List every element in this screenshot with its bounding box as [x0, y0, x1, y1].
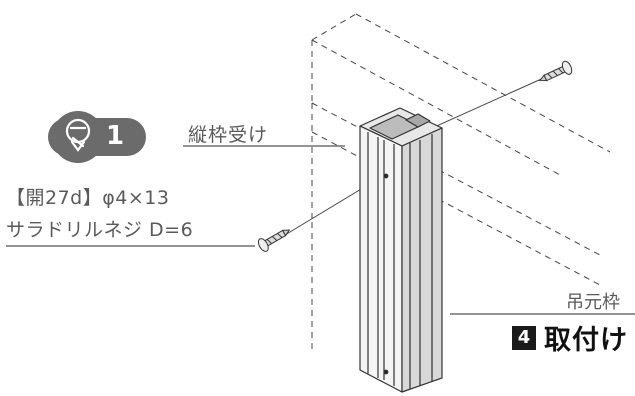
label-hanging-frame: 吊元枠 [566, 292, 620, 313]
screw-count-badge [48, 111, 146, 163]
step-number-box: 4 [512, 325, 536, 350]
step-heading: 4 取付け [512, 318, 628, 357]
wall-outline-dashed [311, 13, 611, 350]
vertical-frame-profile [359, 107, 443, 393]
screw-icon [65, 118, 91, 152]
leader-lines [6, 145, 635, 315]
screw-lower [257, 229, 291, 252]
label-screw-spec-line1: 【開27d】φ4×13 [6, 187, 170, 209]
badge-count: 1 [105, 121, 125, 151]
step-title: 取付け [544, 325, 628, 356]
label-vertical-frame-receiver: 縦枠受け [188, 124, 269, 146]
label-screw-spec-line2: サラドリルネジ D=6 [6, 219, 194, 241]
screw-upper [538, 60, 573, 82]
